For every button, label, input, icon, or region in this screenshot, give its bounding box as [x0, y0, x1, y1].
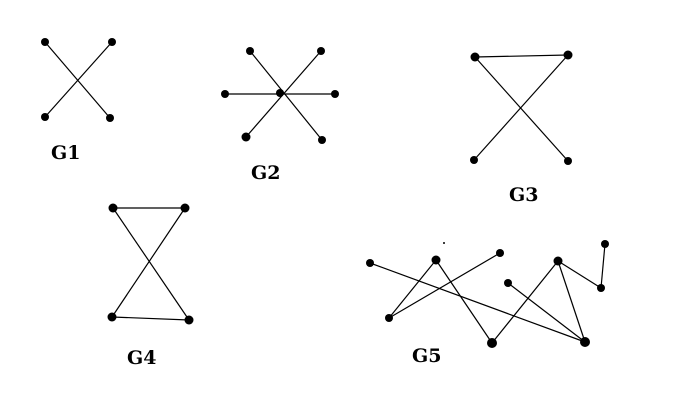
g4-label: G4: [127, 347, 156, 369]
g2-vertex-1: [246, 47, 254, 55]
g5-stray-dot: [443, 242, 445, 244]
graph-g2: G2: [221, 47, 339, 184]
g3-edge-top: [474, 54, 569, 58]
g5-label: G5: [412, 345, 441, 367]
g3-vertex-1: [470, 52, 480, 62]
g5-vertex-10: [601, 240, 609, 248]
g5-vertex-3: [431, 255, 441, 265]
g2-vertex-5: [241, 132, 251, 142]
g3-edge-diag-2: [473, 54, 569, 161]
g5-vertex-2: [385, 314, 393, 322]
g2-edge-2: [249, 50, 323, 141]
g1-vertex-2: [108, 38, 116, 46]
g3-vertex-4: [564, 157, 572, 165]
g3-edge-diag-1: [474, 56, 569, 162]
g5-vertex-6: [504, 279, 512, 287]
g1-vertex-1: [41, 38, 49, 46]
g5-edge-9: [600, 243, 606, 289]
g5-vertex-9: [597, 284, 605, 292]
g4-edge-diag-2: [111, 207, 186, 318]
g5-edge-6: [557, 260, 586, 343]
graph-g5: G5: [366, 240, 609, 367]
g5-vertex-7: [553, 256, 563, 266]
g4-vertex-1: [108, 203, 118, 213]
g4-vertex-3: [107, 312, 117, 322]
g3-label: G3: [509, 184, 538, 206]
g4-edge-bottom: [111, 316, 190, 321]
g1-vertex-3: [41, 113, 49, 121]
g5-edge-7: [507, 282, 586, 343]
g1-label: G1: [51, 142, 80, 164]
g5-vertex-8: [580, 337, 590, 347]
g3-vertex-3: [470, 156, 478, 164]
g2-vertex-6: [318, 136, 326, 144]
g5-vertex-4: [496, 249, 504, 257]
g5-edge-5: [491, 260, 559, 344]
g4-vertex-4: [184, 315, 194, 325]
g1-vertex-4: [106, 114, 114, 122]
g2-vertex-4: [331, 90, 339, 98]
g2-label: G2: [251, 162, 280, 184]
g5-vertex-1: [366, 259, 374, 267]
g2-vertex-centre: [276, 89, 284, 97]
g5-edge-3: [388, 252, 501, 319]
g5-edge-4: [435, 259, 493, 344]
graph-g3: G3: [470, 50, 573, 206]
g3-vertex-2: [563, 50, 573, 60]
g5-edge-2: [388, 259, 437, 319]
g5-edge-8: [557, 260, 602, 289]
g4-edge-diag-1: [112, 207, 190, 321]
g2-vertex-2: [317, 47, 325, 55]
g1-edge-2: [44, 41, 113, 118]
g4-vertex-2: [180, 203, 190, 213]
graph-g4: G4: [107, 203, 194, 369]
g2-vertex-3: [221, 90, 229, 98]
g5-vertex-5: [487, 338, 497, 348]
graph-g1: G1: [41, 38, 116, 164]
g5-edge-1: [369, 262, 586, 343]
